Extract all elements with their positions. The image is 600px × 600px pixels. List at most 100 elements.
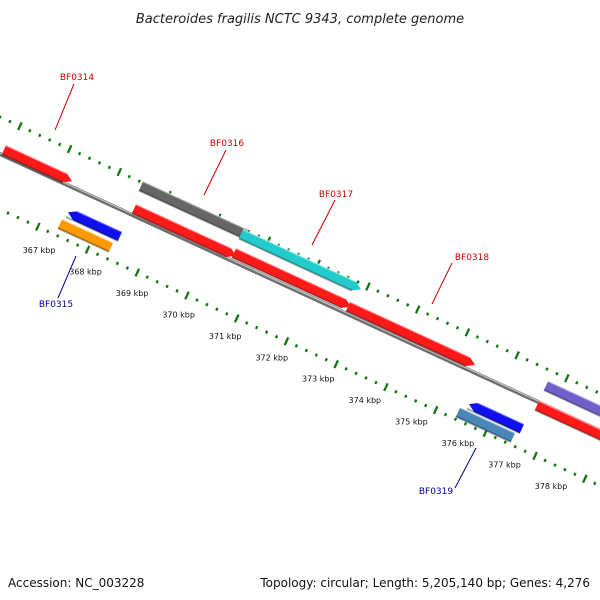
gene-bf0315-body bbox=[57, 219, 114, 252]
gene-bf0318 bbox=[345, 300, 476, 367]
feature-reverse-a-shade bbox=[65, 215, 119, 242]
gene-bf0315-shine bbox=[61, 218, 114, 244]
gene-label-bf0315: BF0315 bbox=[39, 300, 73, 310]
gene-bf0318-body bbox=[345, 301, 476, 367]
minor-tick bbox=[485, 339, 489, 344]
feature-forward-b-body bbox=[231, 248, 351, 308]
minor-tick bbox=[425, 312, 430, 316]
gene-bf0315-shade bbox=[57, 227, 110, 253]
minor-tick bbox=[225, 311, 229, 316]
major-tick bbox=[17, 121, 23, 131]
gene-features bbox=[1, 144, 600, 443]
minor-tick bbox=[107, 165, 112, 170]
feature-forward-b-shade bbox=[231, 256, 343, 309]
gene-label-bf0318: BF0318 bbox=[455, 253, 490, 263]
label-leaders bbox=[54, 83, 477, 489]
scale-label: 372 kbp bbox=[255, 353, 288, 362]
minor-tick bbox=[463, 421, 468, 426]
minor-tick bbox=[364, 376, 368, 380]
minor-tick bbox=[274, 334, 279, 339]
minor-tick bbox=[443, 412, 448, 417]
scale-label: 375 kbp bbox=[395, 418, 428, 427]
backbone-highlight bbox=[0, 152, 600, 431]
gene-bf0317-shine bbox=[242, 228, 357, 283]
minor-tick bbox=[115, 261, 120, 266]
gene-bf0319-shine bbox=[459, 406, 516, 434]
gene-bf0318-shine bbox=[349, 300, 471, 358]
minor-tick bbox=[127, 174, 131, 179]
gene-bf0317 bbox=[238, 228, 362, 292]
gene-bf0314 bbox=[1, 144, 72, 184]
minor-tick bbox=[445, 321, 450, 326]
gene-bf0317-shade bbox=[238, 237, 353, 292]
minor-tick bbox=[376, 289, 380, 293]
major-tick bbox=[35, 222, 41, 232]
major-tick bbox=[383, 382, 389, 392]
minor-tick bbox=[406, 303, 410, 307]
feature-forward-c bbox=[534, 400, 600, 443]
minor-tick bbox=[344, 366, 348, 371]
minor-tick bbox=[75, 243, 80, 247]
leader-bf0319 bbox=[454, 447, 477, 489]
minor-tick bbox=[394, 389, 398, 394]
minor-tick bbox=[555, 371, 559, 376]
feature-forward-a-shade bbox=[131, 212, 228, 258]
major-tick bbox=[134, 268, 141, 277]
gene-bf0319 bbox=[455, 406, 516, 443]
gene-bf0316-shade bbox=[138, 189, 245, 240]
genome-summary-text: Topology: circular; Length: 5,205,140 bp… bbox=[259, 576, 590, 590]
minor-tick bbox=[545, 367, 549, 371]
minor-tick bbox=[65, 238, 70, 243]
minor-tick bbox=[0, 115, 2, 119]
minor-tick bbox=[125, 266, 130, 270]
minor-tick bbox=[553, 463, 557, 467]
minor-tick bbox=[404, 394, 408, 399]
minor-tick bbox=[523, 449, 527, 454]
minor-tick bbox=[215, 307, 219, 312]
gene-label-bf0319: BF0319 bbox=[419, 487, 454, 497]
leader-bf0314 bbox=[54, 83, 75, 131]
feature-forward-purple-shade bbox=[543, 389, 600, 419]
accession-text: Accession: NC_003228 bbox=[8, 576, 144, 590]
major-tick bbox=[283, 337, 290, 346]
minor-tick bbox=[374, 380, 378, 385]
major-tick bbox=[116, 167, 123, 177]
major-tick bbox=[365, 282, 371, 291]
minor-tick bbox=[324, 357, 328, 362]
major-tick bbox=[84, 245, 91, 254]
major-tick bbox=[432, 405, 439, 415]
minor-tick bbox=[386, 293, 390, 298]
feature-reverse-a bbox=[65, 206, 123, 242]
minor-tick bbox=[97, 160, 102, 165]
minor-tick bbox=[105, 256, 110, 261]
minor-tick bbox=[585, 385, 589, 390]
minor-tick bbox=[16, 215, 20, 220]
minor-tick bbox=[573, 472, 577, 477]
feature-forward-purple-shine bbox=[547, 380, 600, 410]
gene-bf0316-body bbox=[138, 181, 249, 239]
minor-tick bbox=[455, 325, 460, 330]
minor-tick bbox=[473, 426, 478, 431]
minor-tick bbox=[356, 280, 360, 284]
scale-label: 371 kbp bbox=[209, 332, 242, 341]
minor-tick bbox=[245, 321, 249, 325]
minor-tick bbox=[503, 440, 507, 444]
minor-tick bbox=[56, 234, 60, 238]
major-tick bbox=[184, 291, 190, 300]
scale-label: 373 kbp bbox=[302, 375, 335, 384]
major-tick bbox=[333, 359, 339, 369]
feature-forward-purple bbox=[543, 380, 600, 419]
minor-tick bbox=[87, 156, 92, 161]
scale-label: 378 kbp bbox=[535, 482, 568, 491]
minor-tick bbox=[155, 279, 159, 284]
major-tick bbox=[233, 314, 240, 323]
scale-label: 370 kbp bbox=[162, 310, 195, 319]
feature-reverse-b-shine bbox=[470, 398, 525, 425]
feature-forward-c-shade bbox=[534, 409, 600, 443]
minor-tick bbox=[493, 435, 497, 440]
scale-label: 368 kbp bbox=[69, 267, 102, 276]
scale-label: 367 kbp bbox=[23, 246, 56, 255]
gene-bf0316-shine bbox=[142, 180, 249, 231]
